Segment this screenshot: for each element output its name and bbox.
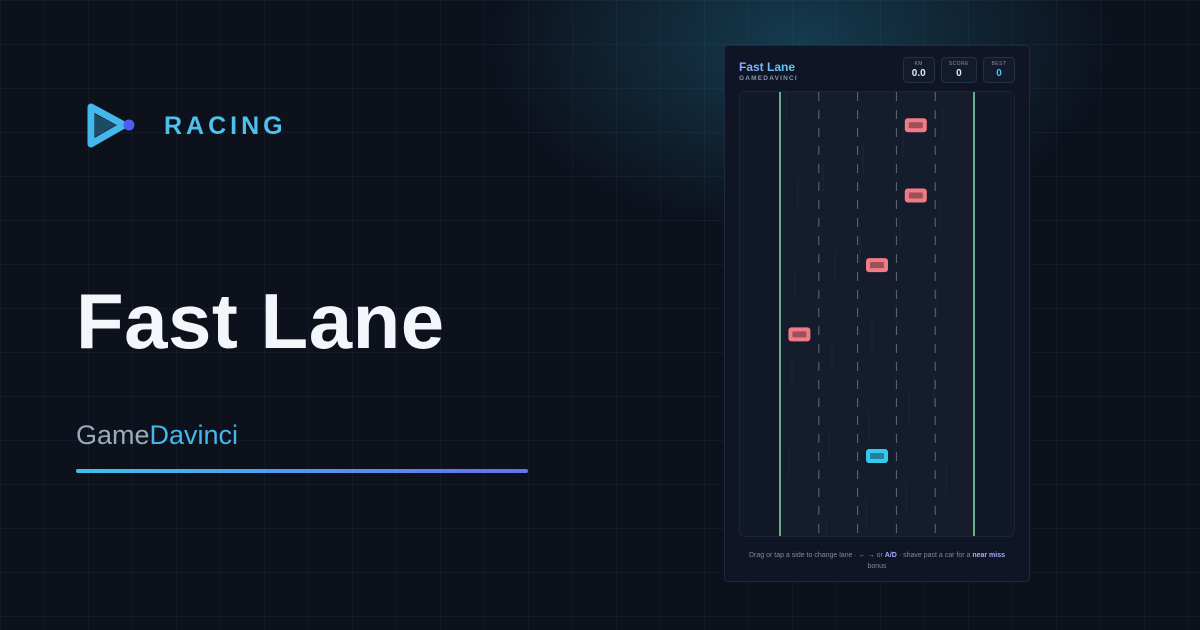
stat-best-label: BEST (991, 61, 1007, 67)
player-car (866, 449, 888, 463)
brand-name: GameDavinci (76, 420, 238, 451)
stat-best-value: 0 (996, 68, 1002, 79)
road-asphalt (780, 92, 974, 536)
enemy-car-3-window (870, 262, 884, 269)
category-badge: RACING (80, 100, 287, 152)
enemy-car-1-body (904, 118, 927, 133)
play-logo-icon (87, 103, 135, 148)
stat-km-value: 0.0 (911, 68, 926, 79)
page-title: Fast Lane (76, 277, 445, 365)
controls-hint: Drag or tap a side to change lane · ← → … (739, 550, 1015, 572)
stat-km: KM 0.0 (902, 57, 935, 83)
road-svg (740, 92, 1014, 536)
brand-name-part2: Davinci (149, 420, 239, 450)
player-car-window (870, 453, 884, 459)
stat-score: SCORE 0 (940, 57, 977, 83)
stat-score-label: SCORE (948, 61, 969, 67)
game-canvas[interactable] (739, 91, 1015, 537)
game-window: Fast Lane GAMEDAVINCI KM 0.0 SCORE 0 BES… (724, 45, 1030, 582)
enemy-car-1-window (908, 122, 923, 129)
stat-best: BEST 0 (983, 57, 1015, 83)
enemy-car-3-body (866, 258, 888, 273)
brand-name-part1: Game (76, 420, 150, 450)
hint-or: or (874, 552, 885, 559)
enemy-car-3 (866, 258, 888, 273)
category-label: RACING (164, 111, 287, 140)
game-title: Fast Lane (739, 60, 796, 74)
enemy-car-2-body (904, 188, 927, 203)
stat-score-value: 0 (956, 68, 962, 79)
score-panel: KM 0.0 SCORE 0 BEST 0 (902, 57, 1015, 83)
hint-near-miss: near miss (972, 552, 1006, 559)
enemy-car-4-body (788, 327, 811, 342)
enemy-car-1 (904, 118, 927, 133)
hint-mid: · shave past a car for a (896, 552, 973, 559)
enemy-car-2-window (908, 192, 923, 199)
hint-ad-keys: A/D (884, 552, 897, 559)
stat-km-label: KM (914, 61, 923, 67)
hint-suffix: bonus (867, 563, 887, 570)
hint-prefix: Drag or tap a side to change lane · (748, 552, 859, 559)
game-subtitle: GAMEDAVINCI (739, 75, 798, 82)
player-car-body (866, 449, 888, 463)
brand-underline (76, 469, 528, 473)
enemy-car-2 (904, 188, 927, 203)
enemy-car-4 (788, 327, 811, 342)
hint-arrow-keys: ← → (858, 552, 875, 559)
enemy-car-4-window (792, 331, 807, 338)
hero-panel: RACING Fast Lane GameDavinci (76, 0, 546, 630)
